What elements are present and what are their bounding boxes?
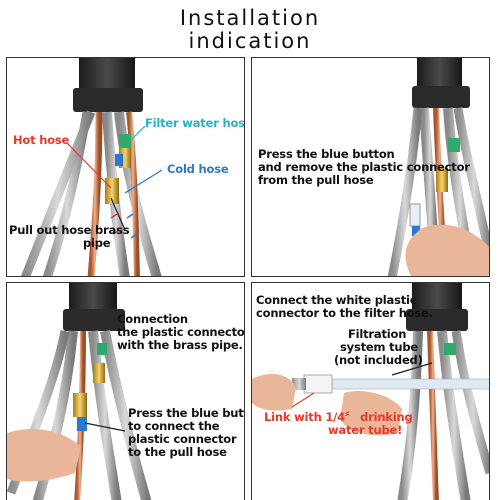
connection-line2: the plastic connector (117, 325, 245, 339)
press-blue-button-line2: to connect the (128, 419, 220, 433)
link-drinking-tube-line2: water tube! (328, 423, 403, 437)
connect-white-connector-line1: Connect the white plastic (256, 293, 417, 307)
link-drinking-tube-line1: Link with 1/4〞 drinking (264, 410, 413, 424)
panel-connect-brass-pipe: Connection the plastic connector with th… (6, 282, 245, 500)
panel-connect-filter-hose: Connect the white plastic connector to t… (251, 282, 490, 500)
filtration-label-line1: Filtration (348, 327, 407, 341)
faucet-hoses-illustration (20, 58, 163, 276)
title-line-2: indication (188, 29, 312, 53)
remove-connector-line2: and remove the plastic connector (258, 160, 470, 174)
connection-line1: Connection (117, 312, 188, 326)
filtration-label-line3: (not included) (334, 353, 423, 367)
press-blue-button-line1: Press the blue button (128, 406, 244, 420)
press-blue-button-line3: plastic connector (128, 432, 237, 446)
faucet-brass-pipe-illustration (7, 283, 152, 500)
pull-out-hose-label-line2: pipe (83, 236, 111, 250)
remove-connector-line3: from the pull hose (258, 173, 374, 187)
filter-tube-illustration (252, 283, 489, 500)
panel-remove-connector: Press the blue button and remove the pla… (251, 57, 490, 277)
remove-connector-line1: Press the blue button (258, 147, 395, 161)
cold-hose-label: Cold hose (167, 162, 229, 176)
pull-out-hose-label-line1: Pull out hose brass (9, 223, 130, 237)
press-blue-button-line4: to the pull hose (128, 445, 227, 459)
connect-white-connector-line2: connector to the filter hose. (256, 306, 433, 320)
filter-water-hose-label: Filter water hose (145, 116, 245, 130)
filtration-label-line2: system tube (340, 340, 418, 354)
connection-line3: with the brass pipe. (117, 338, 243, 352)
hot-hose-label: Hot hose (13, 133, 70, 147)
faucet-connector-illustration (387, 58, 489, 276)
title-line-1: Installation (179, 6, 321, 30)
panel-pull-out-hose: Hot hose Filter water hose Cold hose Pul… (6, 57, 245, 277)
